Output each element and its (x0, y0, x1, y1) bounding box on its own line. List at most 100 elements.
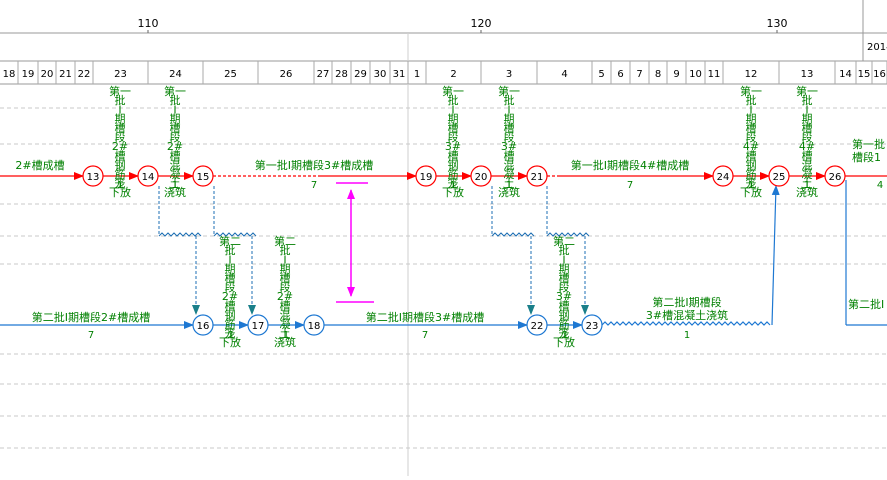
day-label: 1 (414, 69, 420, 80)
vertical-label-char: 批 (170, 93, 181, 107)
vertical-label-char: Ⅰ (507, 103, 510, 116)
vertical-label-char: 批 (225, 243, 236, 257)
vertical-label-char: 笼 (225, 326, 236, 340)
node (470, 165, 492, 187)
vertical-label-char: 批 (802, 93, 813, 107)
day-label: 2 (450, 69, 456, 80)
vertical-label-char: 凝 (280, 317, 291, 331)
activity-duration: 1 (684, 330, 690, 341)
day-label: 21 (59, 69, 72, 80)
node (192, 165, 214, 187)
day-label: 31 (393, 69, 406, 80)
vertical-label-char: 段 (115, 130, 126, 144)
node-number: 23 (586, 321, 599, 332)
vertical-label-char: 浇筑 (498, 185, 520, 199)
vertical-label-char: 下放 (109, 185, 131, 199)
vertical-label-char: 土 (170, 177, 181, 190)
day-label: 16 (873, 69, 886, 80)
day-label: 5 (598, 69, 604, 80)
day-label: 29 (354, 69, 367, 80)
vertical-label-char: 槽 (559, 299, 570, 312)
vertical-label-char: 混 (504, 159, 515, 172)
activity-duration: 1 (450, 180, 456, 191)
vertical-label-char: 槽 (559, 272, 570, 285)
vertical-label-char: 槽 (225, 272, 236, 285)
node (192, 314, 214, 336)
vertical-label-char: 浇筑 (274, 335, 296, 349)
activity-label: 第一批Ⅰ期槽段4#槽成槽 (571, 158, 689, 172)
day-label: 10 (689, 69, 702, 80)
vertical-label-char: 槽 (170, 122, 181, 135)
day-label: 23 (114, 69, 127, 80)
vertical-label-char: 筋 (225, 317, 236, 331)
vertical-label-char: 混 (170, 159, 181, 172)
activity-duration: 1 (283, 330, 289, 341)
dependency-link-14-16-zig (158, 232, 202, 237)
vertical-label-char: 期 (448, 113, 459, 126)
vertical-label-char: 槽 (746, 122, 757, 135)
vertical-label-char: 第一 (498, 84, 520, 98)
vertical-label-char: 槽 (746, 149, 757, 162)
vertical-label-char: 槽 (115, 149, 126, 162)
vertical-label-char: 期 (504, 113, 515, 126)
day-label: 4 (561, 69, 567, 80)
vertical-label-char: 段 (746, 130, 757, 144)
node-number: 20 (475, 172, 488, 183)
vertical-label-char: 批 (115, 93, 126, 107)
vertical-label-char: 第一 (442, 84, 464, 98)
vertical-label-char: 下放 (442, 185, 464, 199)
activity-label: 2#槽成槽 (15, 159, 64, 172)
vertical-label-char: 第二 (274, 234, 296, 248)
scale-major-label: 110 (138, 17, 159, 30)
vertical-label-char: 笼 (448, 176, 459, 190)
vertical-label-char: 期 (280, 263, 291, 276)
vertical-label-char: 第一 (740, 84, 762, 98)
day-label: 3 (506, 69, 512, 80)
node (581, 314, 603, 336)
activity-duration: 1 (172, 180, 178, 191)
vertical-label-char: 浇筑 (796, 185, 818, 199)
vertical-label-char: 槽 (802, 122, 813, 135)
vertical-label-char: 槽 (448, 122, 459, 135)
vertical-label-char: 凝 (802, 167, 813, 181)
activity-duration: 7 (88, 330, 94, 341)
activity-duration: 1 (562, 330, 568, 341)
vertical-label-char: 2# (222, 290, 238, 303)
dependency-link-20-22-zig (491, 232, 535, 237)
node (247, 314, 269, 336)
vertical-label-char: 槽 (280, 272, 291, 285)
node (768, 165, 790, 187)
vertical-label-char: 凝 (504, 167, 515, 181)
vertical-label-char: 段 (448, 130, 459, 144)
node-number: 16 (197, 321, 210, 332)
node (526, 314, 548, 336)
vertical-label-char: 筋 (115, 167, 126, 181)
vertical-label-char: 土 (802, 177, 813, 190)
vertical-label-char: 下放 (219, 335, 241, 349)
vertical-label-char: 下放 (553, 335, 575, 349)
vertical-label-char: 混 (802, 159, 813, 172)
node (824, 165, 846, 187)
vertical-label-char: 笼 (115, 176, 126, 190)
day-label: 6 (617, 69, 623, 80)
day-label: 18 (3, 69, 16, 80)
day-label: 20 (41, 69, 54, 80)
activity-duration: 7 (311, 180, 317, 191)
day-label: 28 (335, 69, 348, 80)
vertical-label-char: 槽 (504, 122, 515, 135)
vertical-label-char: 段 (559, 280, 570, 294)
day-label: 25 (224, 69, 237, 80)
day-label: 19 (22, 69, 35, 80)
vertical-label-char: 下放 (740, 185, 762, 199)
vertical-label-char: 2# (167, 140, 183, 153)
node (712, 165, 734, 187)
vertical-label-char: Ⅰ (749, 103, 752, 116)
vertical-label-char: 批 (280, 243, 291, 257)
